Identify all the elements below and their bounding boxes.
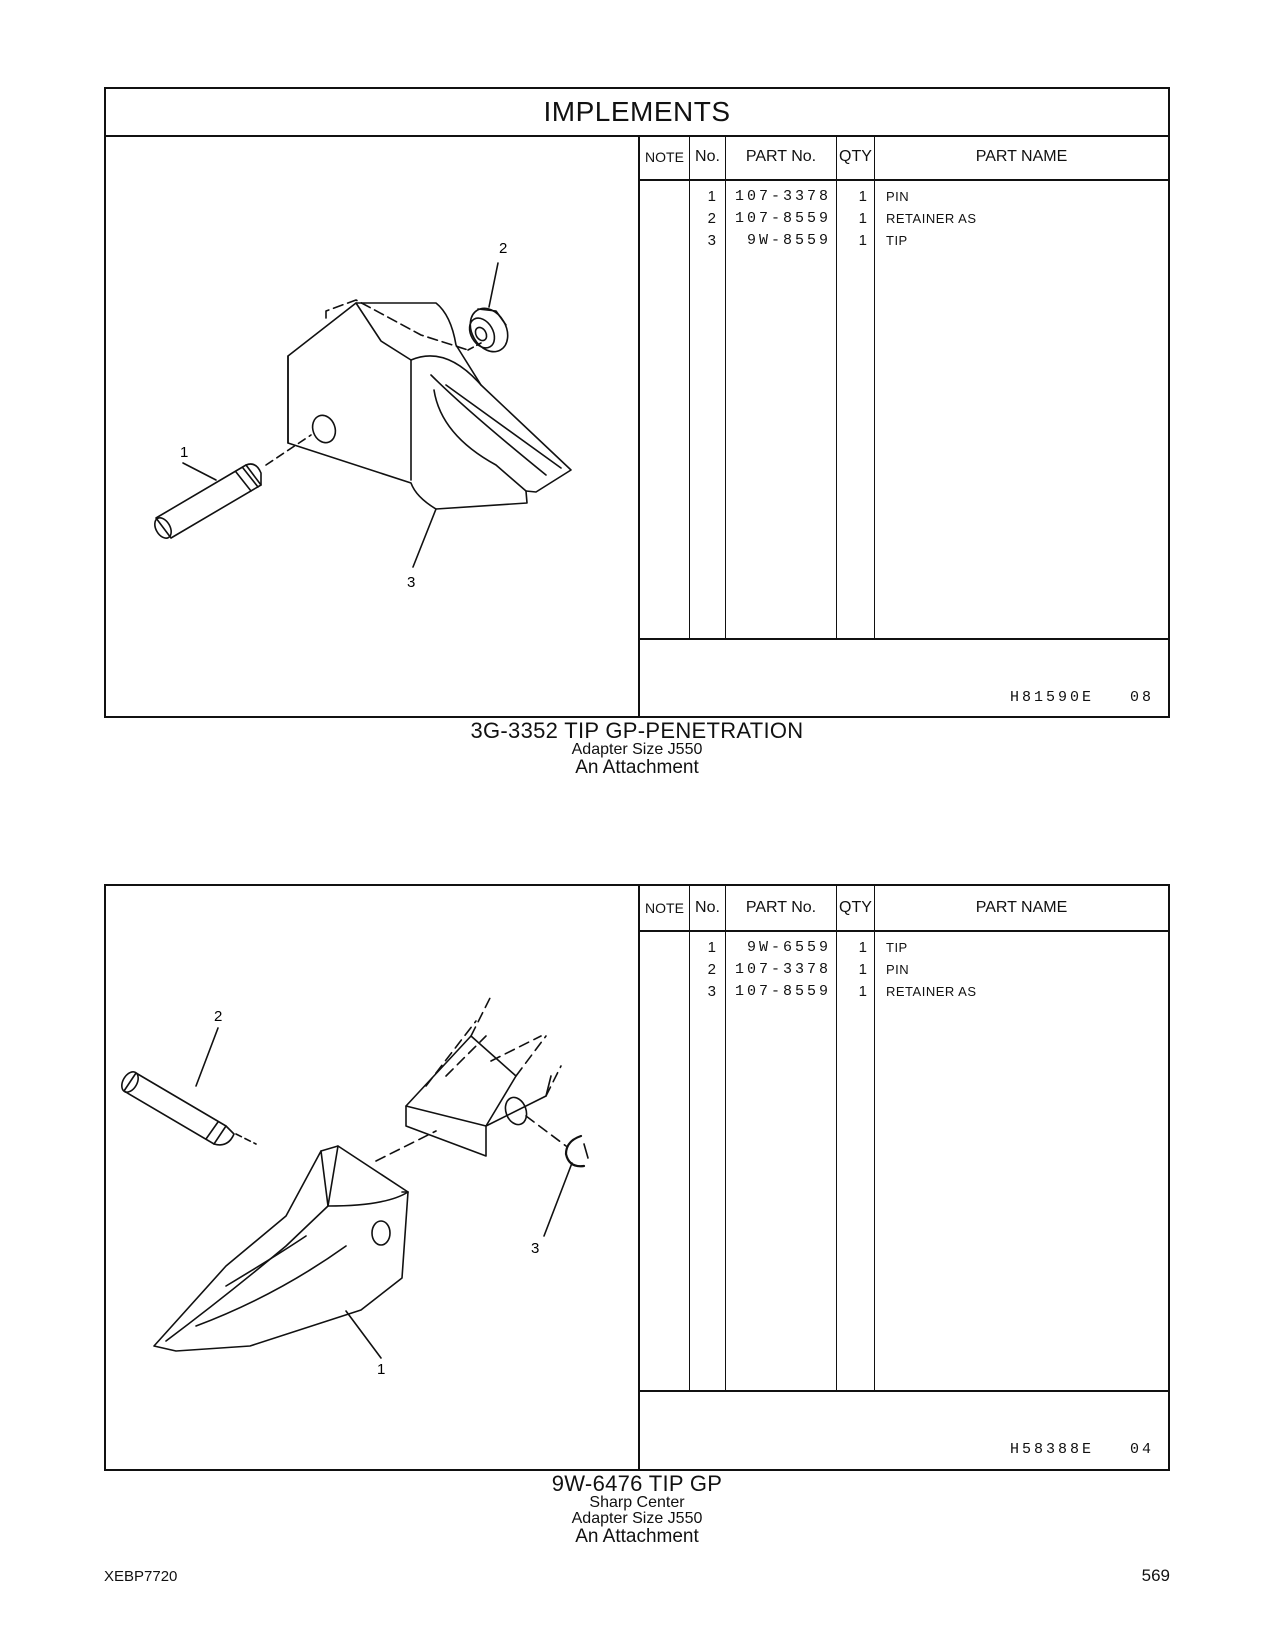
leader-3 [543,1162,573,1237]
parts-panel-1: IMPLEMENTS [104,87,1170,718]
header-part-no: PART No. [745,148,817,165]
callout-2: 2 [499,240,507,257]
leader-3 [412,508,437,568]
header-part-name: PART NAME [975,899,1068,916]
table-header: NOTE No. PART No. QTY PART NAME [640,135,1168,181]
table-row: 3 9W-8559 1 TIP [707,232,908,249]
table-row: 3 107-8559 1 RETAINER AS [707,983,977,1000]
tip-body-outline [287,302,572,510]
section-title: IMPLEMENTS [106,89,1168,137]
callout-1: 1 [180,444,188,461]
caption-line: Adapter Size J550 [571,1510,703,1527]
parts-table-1: NOTE No. PART No. QTY PART NAME 1 107-33… [640,135,1168,716]
callout-1: 1 [377,1361,385,1378]
caption-2: 9W-6476 TIP GP Sharp Center Adapter Size… [104,1471,1170,1547]
illustration-2: 2 3 1 [106,886,640,1469]
header-qty: QTY [839,148,872,165]
table-row: 1 107-3378 1 PIN [707,188,910,205]
header-part-no: PART No. [745,899,817,916]
table-row: 1 9W-6559 1 TIP [707,939,908,956]
illustration-code: H58388E 04 [1009,1441,1154,1458]
leader-2 [488,262,499,308]
header-note: NOTE [645,149,684,165]
callout-3: 3 [531,1240,539,1257]
header-no: No. [695,148,720,165]
pin-hole [311,414,337,444]
illustration-1: 2 1 3 [106,135,640,716]
leader-2 [195,1027,219,1087]
table-row: 2 107-3378 1 PIN [707,961,910,978]
callout-2: 2 [214,1008,222,1025]
caption-title: 3G-3352 TIP GP-PENETRATION [470,718,804,743]
parts-panel-2: 2 3 1 NOTE No. PART No. QTY PART NAME 1 … [104,884,1170,1471]
caption-title: 9W-6476 TIP GP [551,1471,723,1496]
document-id: XEBP7720 [104,1568,178,1585]
retainer-clip [564,1134,586,1168]
tip-edge [355,302,412,481]
tip-assembly-drawing: 2 1 3 [154,240,572,591]
pin-hole [371,1220,391,1246]
caption-line: Sharp Center [589,1494,685,1511]
caption-line: Adapter Size J550 [571,741,703,758]
header-note: NOTE [645,900,684,916]
table-row: 2 107-8559 1 RETAINER AS [707,210,977,227]
caption-attachment: An Attachment [575,1526,699,1547]
parts-table-2: NOTE No. PART No. QTY PART NAME 1 9W-655… [640,886,1168,1469]
caption-attachment: An Attachment [575,757,699,778]
table-header: NOTE No. PART No. QTY PART NAME [640,886,1168,932]
leader-1 [182,462,217,481]
page-number: 569 [1141,1566,1170,1585]
caption-1: 3G-3352 TIP GP-PENETRATION Adapter Size … [104,718,1170,778]
header-no: No. [695,899,720,916]
header-qty: QTY [839,899,872,916]
header-part-name: PART NAME [975,148,1068,165]
callout-3: 3 [407,574,415,591]
illustration-code: H81590E 08 [1009,689,1154,706]
leader-1 [345,1310,382,1359]
tip-assembly-drawing: 2 3 1 [121,995,589,1378]
